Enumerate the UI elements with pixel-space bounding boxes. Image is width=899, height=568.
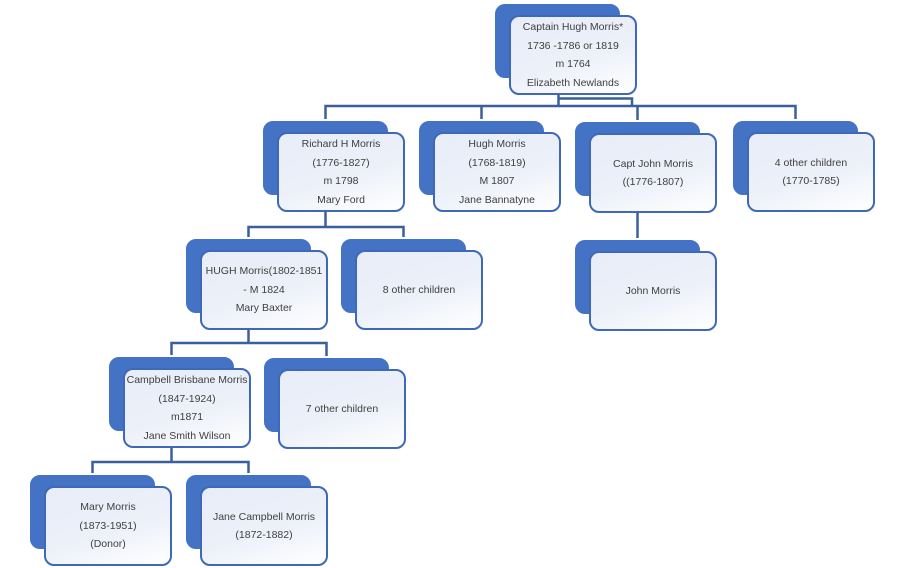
connector-hugh1802-bus: [170, 341, 328, 357]
node-text-line: 8 other children: [382, 283, 456, 296]
node-text-line: Elizabeth Newlands: [526, 76, 620, 89]
node-text-line: m 1764: [555, 58, 591, 70]
node-seven-other-children: 7 other children: [262, 356, 408, 449]
connector-gen1-elbow-captjohn: [558, 97, 634, 106]
node-text-line: m 1798: [323, 175, 359, 187]
node-text-line: Jane Bannatyne: [459, 193, 535, 206]
node-text-line: m1871: [170, 411, 204, 423]
node-jane-campbell-morris: Jane Campbell Morris (1872-1882): [184, 473, 330, 566]
node-richard-h-morris: Richard H Morris (1776-1827) m 1798 Mary…: [261, 119, 407, 212]
node-text-line: Richard H Morris: [301, 138, 381, 150]
node-card: HUGH Morris(1802-1851 - M 1824 Mary Baxt…: [200, 250, 328, 330]
node-card: Hugh Morris (1768-1819) M 1807 Jane Bann…: [433, 132, 561, 212]
node-hugh-morris: Hugh Morris (1768-1819) M 1807 Jane Bann…: [417, 119, 563, 212]
node-text-line: 1736 -1786 or 1819: [527, 39, 619, 52]
node-hugh-morris-1802: HUGH Morris(1802-1851 - M 1824 Mary Baxt…: [184, 237, 330, 330]
node-john-morris: John Morris: [573, 238, 719, 331]
node-card: Captain Hugh Morris* 1736 -1786 or 1819 …: [509, 15, 637, 95]
node-text-line: Mary Baxter: [235, 302, 293, 315]
node-text-line: Jane Smith Wilson: [143, 429, 231, 442]
node-card: John Morris: [589, 251, 717, 331]
connector-gen1-bus: [324, 104, 797, 121]
node-text-line: Mary Ford: [317, 193, 365, 206]
node-card: 4 other children (1770-1785): [747, 132, 875, 212]
node-card: Campbell Brisbane Morris (1847-1924) m18…: [123, 368, 251, 448]
node-text-line: John Morris: [625, 284, 681, 297]
node-card: 8 other children: [355, 250, 483, 330]
node-four-other-children: 4 other children (1770-1785): [731, 119, 877, 212]
node-capt-john-morris: Capt John Morris ((1776-1807): [573, 120, 719, 213]
node-text-line: (1770-1785): [782, 175, 840, 187]
node-text-line: Mary Morris: [80, 501, 136, 514]
node-text-line: (1872-1882): [235, 529, 293, 541]
node-text-line: (Donor): [90, 538, 126, 551]
node-text-line: (1776-1827): [312, 156, 370, 169]
node-mary-morris: Mary Morris (1873-1951) (Donor): [28, 473, 174, 566]
node-card: Capt John Morris ((1776-1807): [589, 133, 717, 213]
node-text-line: Hugh Morris: [468, 138, 526, 150]
node-eight-other-children: 8 other children: [339, 237, 485, 330]
connector-campbell-bus: [91, 460, 250, 475]
node-card: Richard H Morris (1776-1827) m 1798 Mary…: [277, 132, 405, 212]
node-text-line: Capt John Morris: [613, 157, 693, 170]
node-captain-hugh-morris: Captain Hugh Morris* 1736 -1786 or 1819 …: [493, 2, 639, 95]
node-text-line: HUGH Morris(1802-1851: [205, 265, 323, 278]
node-text-line: M 1807: [479, 175, 515, 187]
node-card: 7 other children: [278, 369, 406, 449]
node-campbell-brisbane-morris: Campbell Brisbane Morris (1847-1924) m18…: [107, 355, 253, 448]
node-text-line: Jane Campbell Morris: [212, 510, 316, 523]
node-card: Jane Campbell Morris (1872-1882): [200, 486, 328, 566]
node-text-line: (1847-1924): [158, 392, 216, 405]
node-text-line: 4 other children: [774, 156, 848, 169]
connector-richard-bus: [247, 225, 405, 239]
node-card: Mary Morris (1873-1951) (Donor): [44, 486, 172, 566]
node-text-line: (1768-1819): [468, 156, 526, 169]
node-text-line: Captain Hugh Morris*: [522, 21, 624, 33]
node-text-line: Campbell Brisbane Morris: [126, 374, 248, 386]
node-text-line: ((1776-1807): [622, 176, 684, 188]
node-text-line: - M 1824: [243, 283, 285, 296]
node-text-line: 7 other children: [305, 402, 379, 415]
node-text-line: (1873-1951): [79, 519, 137, 532]
